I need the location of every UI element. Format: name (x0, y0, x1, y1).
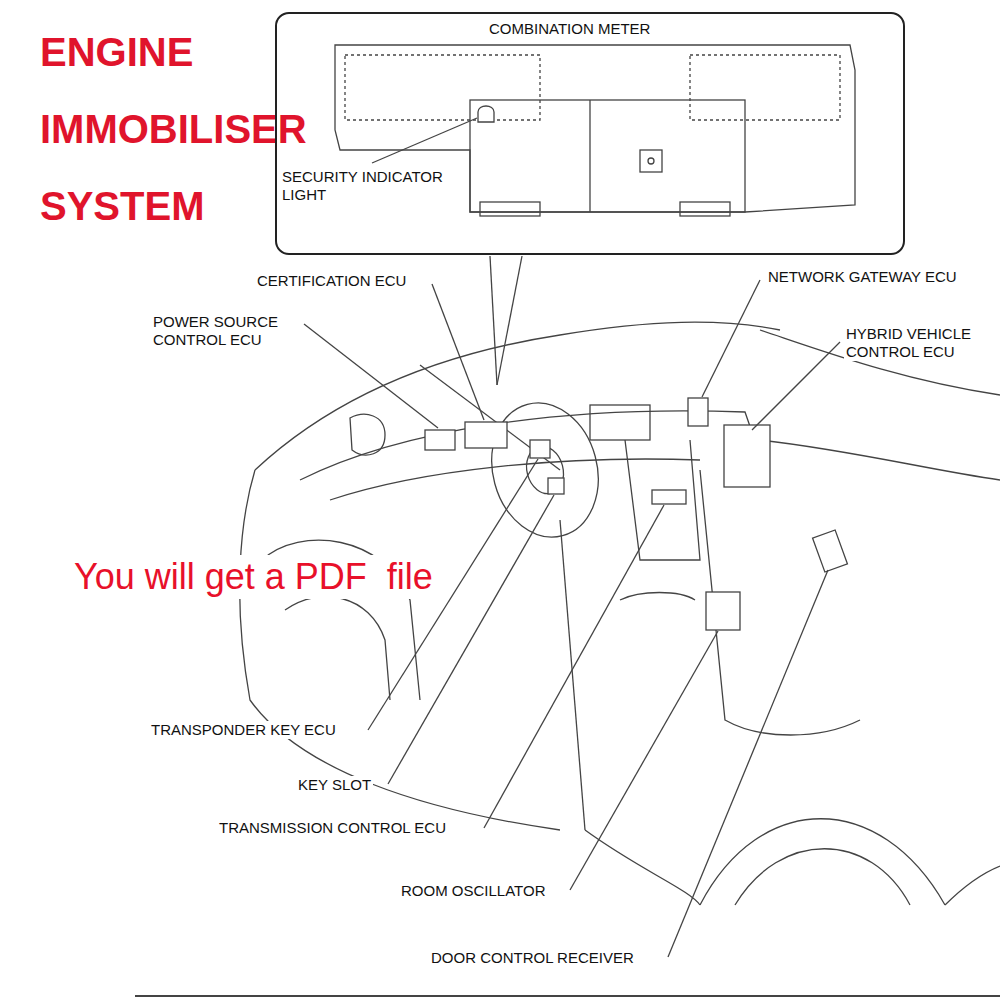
meter-clip (680, 202, 730, 216)
title-block: ENGINE IMMOBILISER SYSTEM (40, 14, 375, 245)
part-label: SECURITY INDICATOR LIGHT (282, 168, 470, 204)
part-label: POWER SOURCE CONTROL ECU (151, 313, 289, 349)
part-label: KEY SLOT (296, 776, 373, 794)
leader-line (752, 342, 840, 430)
center-display (590, 405, 650, 440)
part-label: DOOR CONTROL RECEIVER (429, 949, 636, 967)
callout-box: COMBINATION METER SECURITY INDICATOR LIGH… (275, 12, 905, 255)
callout-tail (497, 256, 522, 385)
meter-display (345, 55, 540, 120)
transmission-control-ecu (652, 490, 686, 504)
box-heading: COMBINATION METER (489, 20, 650, 38)
car-fender (240, 470, 560, 830)
hybrid-vehicle-control-ecu (724, 425, 770, 487)
meter-clip (480, 202, 540, 216)
certification-ecu (465, 422, 507, 448)
center-console (625, 440, 700, 560)
room-oscillator (706, 592, 740, 630)
meter-housing (335, 45, 855, 212)
title-text: ENGINE IMMOBILISER SYSTEM (40, 30, 307, 228)
ground-line (135, 995, 1000, 997)
car-roof (255, 322, 780, 470)
leader-line (570, 631, 718, 890)
watermark: You will get a PDF file (72, 555, 435, 599)
leader-line (388, 495, 554, 784)
car-wheel-arch (700, 819, 945, 905)
leader-line (304, 324, 438, 428)
car-body-line (945, 866, 1000, 905)
power-source-ecu (425, 430, 455, 450)
part-label: TRANSPONDER KEY ECU (149, 721, 338, 739)
meter-gauge (648, 158, 654, 164)
car-door-handle (620, 593, 695, 601)
meter-divider (589, 100, 590, 212)
car-wheel (285, 597, 390, 700)
transponder-key-ecu (530, 440, 550, 458)
car-sill (585, 830, 700, 905)
leader-line (372, 118, 477, 163)
callout-tail (490, 256, 497, 385)
door-control-receiver (813, 530, 848, 572)
car-body-line (760, 440, 1000, 480)
car-dashboard (330, 459, 700, 500)
part-label: CERTIFICATION ECU (255, 272, 408, 290)
part-label: ROOM OSCILLATOR (399, 882, 547, 900)
meter-panel (470, 100, 745, 212)
part-label: HYBRID VEHICLE CONTROL ECU (844, 325, 993, 361)
network-gateway-ecu (688, 398, 708, 426)
car-pillar (420, 365, 560, 470)
car-door (700, 470, 860, 735)
leader-line (668, 570, 828, 957)
security-indicator-light (478, 106, 494, 122)
leader-line (484, 505, 664, 828)
meter-display (690, 55, 840, 120)
part-label: TRANSMISSION CONTROL ECU (217, 819, 448, 837)
car-mirror (350, 414, 385, 455)
car-wheel (735, 849, 910, 905)
steering-wheel (477, 391, 613, 549)
leader-line (702, 280, 760, 397)
leader-line (432, 284, 484, 420)
part-label: NETWORK GATEWAY ECU (766, 268, 959, 286)
car-door (560, 520, 585, 830)
meter-gauge (640, 150, 662, 172)
key-slot (548, 478, 564, 494)
